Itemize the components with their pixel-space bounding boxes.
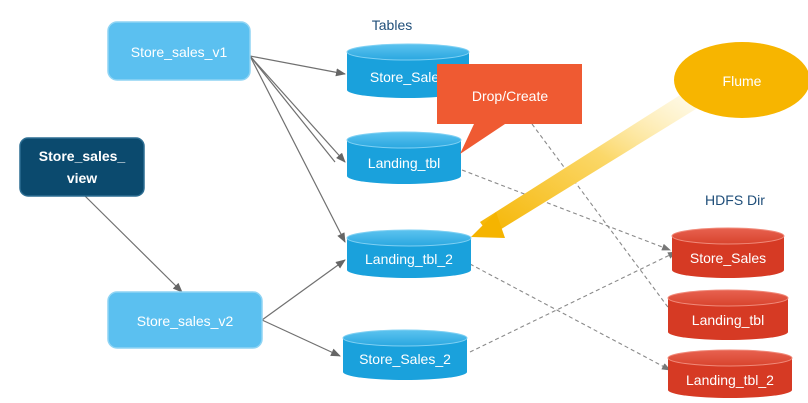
connector-v1-extra <box>249 55 336 163</box>
drop-create-callout: Drop/Create <box>437 64 582 154</box>
connector-v1-to-store-sales <box>249 55 346 77</box>
store-sales-v1-label: Store_sales_v1 <box>131 44 228 60</box>
table-landing-tbl-2[interactable]: Landing_tbl_2 <box>346 229 472 278</box>
store-sales-view-label-line2: view <box>67 170 97 186</box>
hdfs-landing-tbl[interactable]: Landing_tbl <box>667 289 789 340</box>
dashed-store-sales-2-to-hdfs <box>469 251 677 353</box>
drop-create-label: Drop/Create <box>472 88 548 104</box>
hdfs-dir-header: HDFS Dir <box>705 192 765 208</box>
hdfs-landing-tbl-2-label: Landing_tbl_2 <box>686 372 774 388</box>
dashed-landing-tbl-to-hdfs <box>461 169 671 251</box>
connector-v1-to-landing-tbl-2 <box>249 55 346 243</box>
store-sales-view-label-line1: Store_sales_ <box>39 148 126 164</box>
tables-header: Tables <box>372 17 412 33</box>
connector-v2-to-store-sales-2 <box>261 319 341 357</box>
table-store-sales-label: Store_Sales <box>370 69 446 85</box>
table-store-sales-2-label: Store_Sales_2 <box>359 351 451 367</box>
table-landing-tbl-label: Landing_tbl <box>368 155 440 171</box>
store-sales-v1-node[interactable]: Store_sales_v1 <box>107 21 251 81</box>
hdfs-landing-tbl-2[interactable]: Landing_tbl_2 <box>667 349 793 398</box>
hdfs-landing-tbl-label: Landing_tbl <box>692 312 764 328</box>
flume-arrow <box>471 90 704 238</box>
view-to-table-connectors <box>84 55 346 357</box>
table-to-hdfs-connectors <box>461 123 677 371</box>
dashed-landing-tbl-2-to-hdfs <box>469 263 671 371</box>
connector-v2-to-landing-tbl-2 <box>261 259 346 321</box>
hdfs-store-sales-label: Store_Sales <box>690 250 766 266</box>
table-landing-tbl-2-label: Landing_tbl_2 <box>365 251 453 267</box>
dashed-store-sales-to-hdfs <box>531 123 677 319</box>
hdfs-store-sales[interactable]: Store_Sales <box>671 227 785 278</box>
store-sales-v2-label: Store_sales_v2 <box>137 313 234 329</box>
table-store-sales-2[interactable]: Store_Sales_2 <box>342 329 468 380</box>
flume-arrow-shaft <box>480 90 704 236</box>
store-sales-view-node[interactable]: Store_sales_ view <box>19 137 145 197</box>
flume-node[interactable]: Flume <box>674 42 808 118</box>
store-sales-v2-node[interactable]: Store_sales_v2 <box>107 291 263 349</box>
connector-v1-to-landing-tbl <box>249 55 346 163</box>
table-landing-tbl[interactable]: Landing_tbl <box>346 131 462 184</box>
flume-label: Flume <box>723 73 762 89</box>
connector-view-to-v2 <box>84 195 183 293</box>
flume-arrow-head <box>471 212 505 238</box>
